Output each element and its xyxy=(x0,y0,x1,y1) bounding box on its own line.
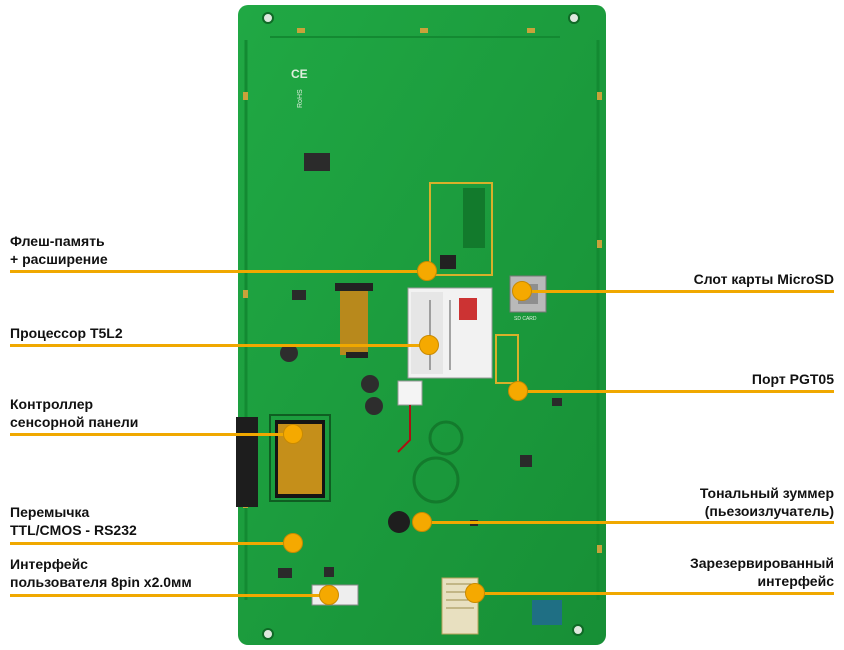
touch-label-line1: Контроллер xyxy=(10,396,94,412)
user-if-label: Интерфейс пользователя 8pin x2.0мм xyxy=(10,555,192,591)
buzzer-label-line2: (пьезоизлучатель) xyxy=(704,503,834,519)
reserved-marker xyxy=(465,583,485,603)
microsd-label: Слот карты MicroSD xyxy=(694,270,834,288)
buzzer-disc xyxy=(388,511,410,533)
pgt05-label-line1: Порт PGT05 xyxy=(751,371,834,387)
microsd-marker xyxy=(512,281,532,301)
buzzer-label: Тональный зуммер (пьезоизлучатель) xyxy=(700,484,834,520)
cpu-marker xyxy=(419,335,439,355)
touch-label-line2: сенсорной панели xyxy=(10,414,139,430)
user-if-leader xyxy=(10,594,328,597)
buzzer-marker xyxy=(412,512,432,532)
reserved-leader xyxy=(474,592,834,595)
flash-label: Флеш-память + расширение xyxy=(10,232,108,268)
cpu-label-line1: Процессор T5L2 xyxy=(10,325,123,341)
flash-leader xyxy=(10,270,426,273)
flash-label-line1: Флеш-память xyxy=(10,233,105,249)
reserved-label-line1: Зарезервированный xyxy=(689,555,834,571)
ce-mark: CE xyxy=(291,67,308,81)
user-if-label-line1: Интерфейс xyxy=(10,556,88,572)
pgt05-frame xyxy=(495,334,519,384)
user-if-marker xyxy=(319,585,339,605)
reserved-label: Зарезервированный интерфейс xyxy=(690,554,834,590)
mount-hole xyxy=(572,624,584,636)
cpu-label: Процессор T5L2 xyxy=(10,324,123,342)
buzzer-leader xyxy=(421,521,834,524)
mount-hole xyxy=(262,12,274,24)
jumper-label: Перемычка TTL/CMOS - RS232 xyxy=(10,503,137,539)
mount-hole xyxy=(568,12,580,24)
pgt05-label: Порт PGT05 xyxy=(752,370,834,388)
jumper-label-line2: TTL/CMOS - RS232 xyxy=(10,522,137,538)
jumper-marker xyxy=(283,533,303,553)
jumper-leader xyxy=(10,542,292,545)
microsd-label-line1: Слот карты MicroSD xyxy=(693,271,834,287)
user-if-label-line2: пользователя 8pin x2.0мм xyxy=(10,574,192,590)
buzzer-label-line1: Тональный зуммер xyxy=(699,485,834,501)
pgt05-leader xyxy=(517,390,834,393)
touch-leader xyxy=(10,433,292,436)
flash-label-line2: + расширение xyxy=(10,251,108,267)
pgt05-marker xyxy=(508,381,528,401)
mount-hole xyxy=(262,628,274,640)
flash-area-frame xyxy=(429,182,493,276)
microsd-leader xyxy=(521,290,834,293)
rohs-mark: RoHS xyxy=(297,89,304,108)
touch-marker xyxy=(283,424,303,444)
cpu-leader xyxy=(10,344,428,347)
reserved-label-line2: интерфейс xyxy=(757,573,834,589)
touch-label: Контроллер сенсорной панели xyxy=(10,395,138,431)
jumper-label-line1: Перемычка xyxy=(10,504,90,520)
flash-marker xyxy=(417,261,437,281)
